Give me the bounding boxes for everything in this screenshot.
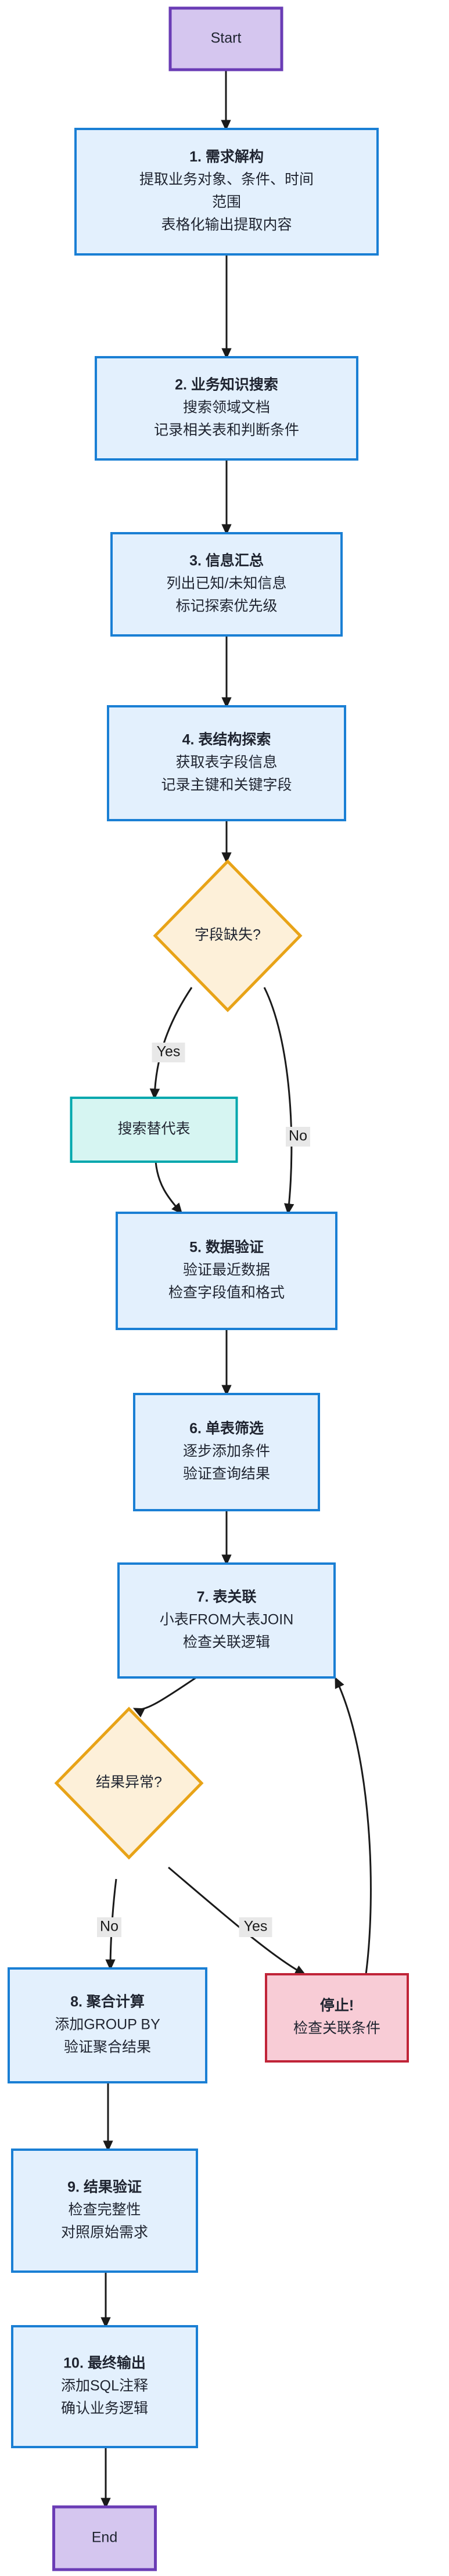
edge-label-text: Yes bbox=[157, 1044, 181, 1060]
flow-edge bbox=[132, 1676, 197, 1718]
edge-label-plate bbox=[97, 1917, 121, 1937]
node-shape bbox=[133, 1393, 320, 1511]
node-label-line: 检查字段值和格式 bbox=[168, 1285, 285, 1301]
node-label-line: 2. 业务知识搜索 bbox=[175, 377, 278, 393]
node-label-line: 检查完整性 bbox=[68, 2202, 141, 2218]
edge-label-e-d1-5: No bbox=[286, 1127, 310, 1147]
decision-shape bbox=[153, 859, 303, 1012]
edge-label-plate bbox=[152, 1043, 185, 1062]
node-label-line: 小表FROM大表JOIN bbox=[160, 1612, 294, 1628]
node-label-line: Start bbox=[211, 30, 242, 46]
edge-label-plate bbox=[239, 1917, 272, 1937]
edge-label-e-d2-8: No bbox=[97, 1917, 121, 1937]
node-shape bbox=[8, 1967, 207, 2083]
node-shape bbox=[74, 128, 379, 256]
node-label-line: 1. 需求解构 bbox=[189, 149, 264, 165]
node-shape bbox=[70, 1097, 238, 1163]
node-label-line: 记录相关表和判断条件 bbox=[154, 422, 299, 439]
node-shape bbox=[107, 705, 346, 821]
decision-shape bbox=[54, 1706, 204, 1860]
node-label-line: 检查关联条件 bbox=[293, 2020, 380, 2036]
flow-edge bbox=[168, 1866, 307, 1975]
node-label-line: 表格化输出提取内容 bbox=[161, 217, 292, 233]
edge-label-plate bbox=[286, 1127, 310, 1147]
node-label-line: 对照原始需求 bbox=[61, 2225, 148, 2241]
node-shape bbox=[11, 2325, 198, 2448]
node-label-line: 9. 结果验证 bbox=[67, 2179, 142, 2196]
node-label-line: 验证最近数据 bbox=[183, 1262, 270, 1278]
flow-node-dec2[interactable]: 结果异常? bbox=[54, 1706, 204, 1860]
edge-label-e-d2-stop: Yes bbox=[239, 1917, 272, 1937]
flow-edge bbox=[263, 987, 294, 1215]
node-label-line: 列出已知/未知信息 bbox=[167, 576, 287, 592]
flow-edge bbox=[155, 1161, 183, 1215]
node-shape bbox=[117, 1562, 336, 1679]
node-label-line: 3. 信息汇总 bbox=[189, 552, 264, 569]
flow-edge bbox=[149, 987, 193, 1100]
flow-edge bbox=[335, 1676, 372, 1975]
node-label-line: 范围 bbox=[212, 194, 241, 210]
node-label-line: 验证查询结果 bbox=[183, 1466, 270, 1482]
node-label-line: 10. 最终输出 bbox=[63, 2355, 146, 2372]
node-label-line: 检查关联逻辑 bbox=[183, 1634, 270, 1651]
node-label-line: 搜索替代表 bbox=[117, 1121, 190, 1137]
node-shape bbox=[95, 356, 358, 461]
node-shape bbox=[168, 6, 283, 71]
node-label-line: 5. 数据验证 bbox=[189, 1239, 264, 1256]
node-label-line: 标记探索优先级 bbox=[175, 598, 277, 615]
node-label-line: 4. 表结构探索 bbox=[182, 732, 271, 748]
node-shape bbox=[116, 1212, 337, 1330]
node-label-line: 验证聚合结果 bbox=[64, 2039, 151, 2056]
flow-node-start[interactable]: Start bbox=[168, 6, 283, 71]
node-shape bbox=[110, 532, 343, 637]
node-label-line: 6. 单表筛选 bbox=[189, 1420, 264, 1437]
edge-label-text: No bbox=[100, 1918, 118, 1935]
node-label-line: 记录主键和关键字段 bbox=[161, 777, 292, 793]
flow-node-stop[interactable]: 停止! 检查关联条件 bbox=[265, 1973, 409, 2063]
node-label-line: 逐步添加条件 bbox=[183, 1443, 270, 1460]
node-label-line: 获取表字段信息 bbox=[175, 755, 277, 771]
node-shape bbox=[52, 2505, 157, 2571]
node-label-line: 字段缺失? bbox=[195, 927, 261, 943]
node-label-line: 结果异常? bbox=[96, 1774, 162, 1791]
node-label-line: 添加SQL注释 bbox=[61, 2378, 148, 2394]
node-label-line: 停止! bbox=[320, 1997, 354, 2014]
node-label-line: 提取业务对象、条件、时间 bbox=[139, 171, 314, 188]
node-label-line: 7. 表关联 bbox=[197, 1589, 257, 1605]
flow-node-dec1[interactable]: 字段缺失? bbox=[153, 859, 303, 1012]
node-label-line: 搜索领域文档 bbox=[183, 400, 270, 416]
node-shape bbox=[265, 1973, 409, 2063]
node-label-line: 添加GROUP BY bbox=[55, 2017, 160, 2033]
edge-label-text: Yes bbox=[244, 1918, 268, 1935]
flow-node-end[interactable]: End bbox=[52, 2505, 157, 2571]
flow-node-alt[interactable]: 搜索替代表 bbox=[70, 1097, 238, 1163]
node-label-line: End bbox=[92, 2530, 117, 2546]
edge-label-text: No bbox=[289, 1128, 307, 1144]
edge-label-e-d1-alt: Yes bbox=[152, 1043, 185, 1062]
node-label-line: 确认业务逻辑 bbox=[61, 2401, 148, 2417]
node-label-line: 8. 聚合计算 bbox=[70, 1993, 145, 2010]
node-shape bbox=[11, 2149, 198, 2273]
